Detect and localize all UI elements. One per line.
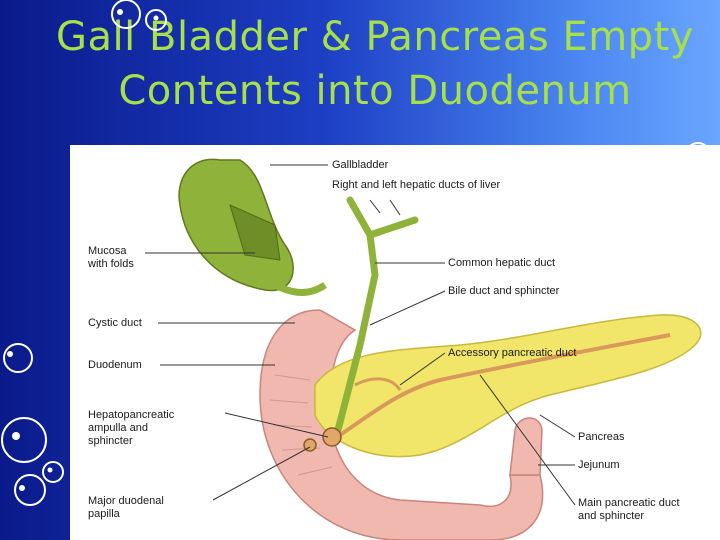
bubble: [42, 461, 64, 483]
minor-papilla-shape: [303, 438, 317, 452]
cystic-duct-shape: [273, 281, 327, 296]
anatomy-figure: Gallbladder Right and left hepatic ducts…: [70, 145, 720, 540]
bubble: [14, 474, 46, 506]
leader-main-pancreatic: [479, 374, 576, 506]
leader-hepatic-a: [369, 199, 381, 214]
accessory-duct-shape: [354, 377, 402, 391]
label-jejunum: Jejunum: [578, 459, 620, 471]
leader-hepatic-b: [389, 199, 401, 216]
label-bile-duct: Bile duct and sphincter: [448, 285, 560, 297]
label-cystic-duct: Cystic duct: [88, 317, 142, 329]
leader-pancreas: [539, 414, 576, 438]
title-line-1: Gall Bladder & Pancreas Empty: [56, 14, 694, 60]
main-pancreatic-duct-shape: [338, 333, 671, 437]
hepatic-ducts-shape: [346, 196, 419, 279]
label-accessory-pancreatic-duct: Accessory pancreatic duct: [448, 347, 577, 359]
ampulla-shape: [322, 427, 342, 447]
jejunum-shape: [509, 417, 543, 476]
label-hepatopancreatic-ampulla: Hepatopancreatic ampulla and sphincter: [88, 409, 175, 447]
label-pancreas: Pancreas: [578, 431, 625, 443]
anatomy-illustration: [145, 158, 702, 540]
bubble: [3, 343, 33, 373]
leader-accessory: [399, 352, 446, 386]
bile-duct-shape: [334, 271, 379, 434]
title-line-2: Contents into Duodenum: [118, 68, 632, 114]
leader-bile: [369, 290, 446, 326]
slide-title: Gall Bladder & Pancreas Empty Contents i…: [40, 10, 710, 118]
label-common-hepatic-duct: Common hepatic duct: [448, 257, 555, 269]
leader-hepatopancreatic: [224, 412, 329, 438]
label-duodenum: Duodenum: [88, 359, 142, 371]
pancreas-shape: [314, 314, 702, 458]
label-major-duodenal-papilla: Major duodenal papilla: [88, 495, 164, 520]
label-hepatic-ducts: Right and left hepatic ducts of liver: [332, 179, 501, 191]
bubble: [1, 417, 47, 463]
label-mucosa: Mucosa with folds: [88, 245, 134, 270]
label-main-pancreatic-duct: Main pancreatic duct and sphincter: [578, 497, 680, 522]
leader-major-papilla: [212, 446, 311, 501]
mucosa-folds: [229, 204, 281, 261]
label-gallbladder: Gallbladder: [332, 159, 389, 171]
